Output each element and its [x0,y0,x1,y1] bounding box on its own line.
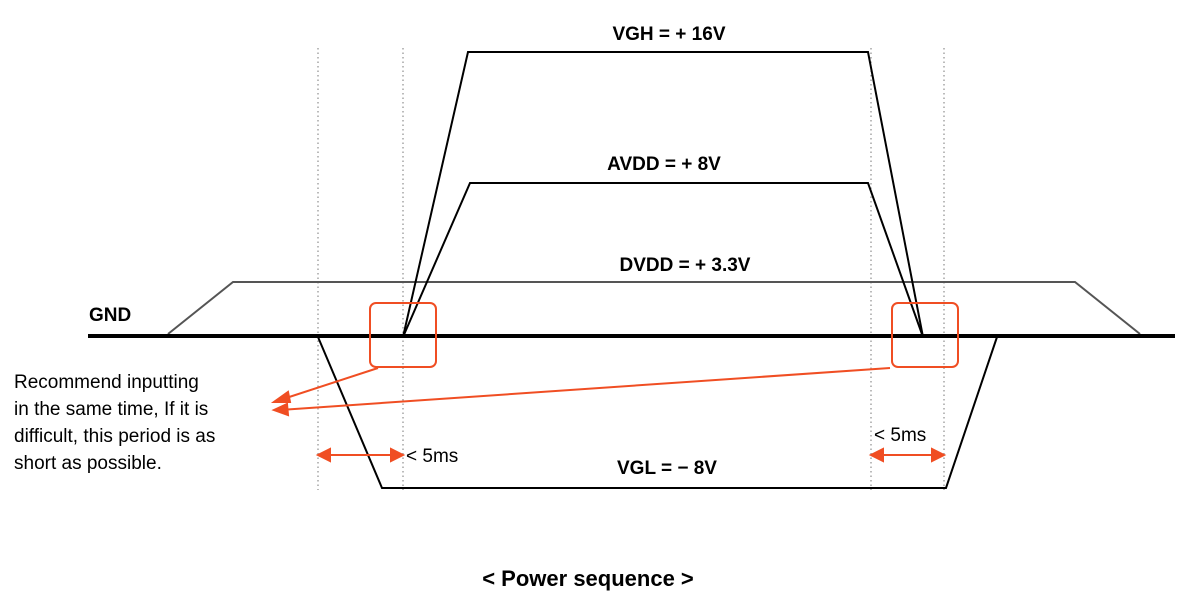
vgl-waveform [317,336,998,489]
dvdd-waveform [167,281,1141,335]
leader-line-power-off [279,367,891,411]
left-delay-arrow [315,447,406,463]
recommendation-note: Recommend inputting in the same time, If… [14,372,215,474]
power-on-highlight-box [369,302,437,368]
avdd-label: AVDD = + 8V [607,154,721,175]
right-delay-arrow [868,447,947,463]
timing-guides [317,48,945,490]
note-line-1: Recommend inputting [14,372,199,393]
note-line-2: in the same time, If it is [14,399,208,420]
leader-arrowhead-power-off [271,402,290,417]
avdd-waveform [402,182,924,338]
note-leader-lines [270,367,891,417]
gnd-label: GND [89,305,131,326]
dvdd-label: DVDD = + 3.3V [620,255,751,276]
note-line-4: short as possible. [14,453,162,474]
vgh-label: VGH = + 16V [612,24,725,45]
leader-line-power-on [279,367,379,401]
vgh-waveform [402,51,924,338]
leader-arrowhead-power-on [270,390,292,403]
diagram-caption: < Power sequence > [482,566,694,591]
right-delay-label: < 5ms [874,425,926,446]
power-off-highlight-box [891,302,959,368]
left-delay-label: < 5ms [406,446,458,467]
note-line-3: difficult, this period is as [14,426,215,447]
vgl-label: VGL = − 8V [617,458,717,479]
